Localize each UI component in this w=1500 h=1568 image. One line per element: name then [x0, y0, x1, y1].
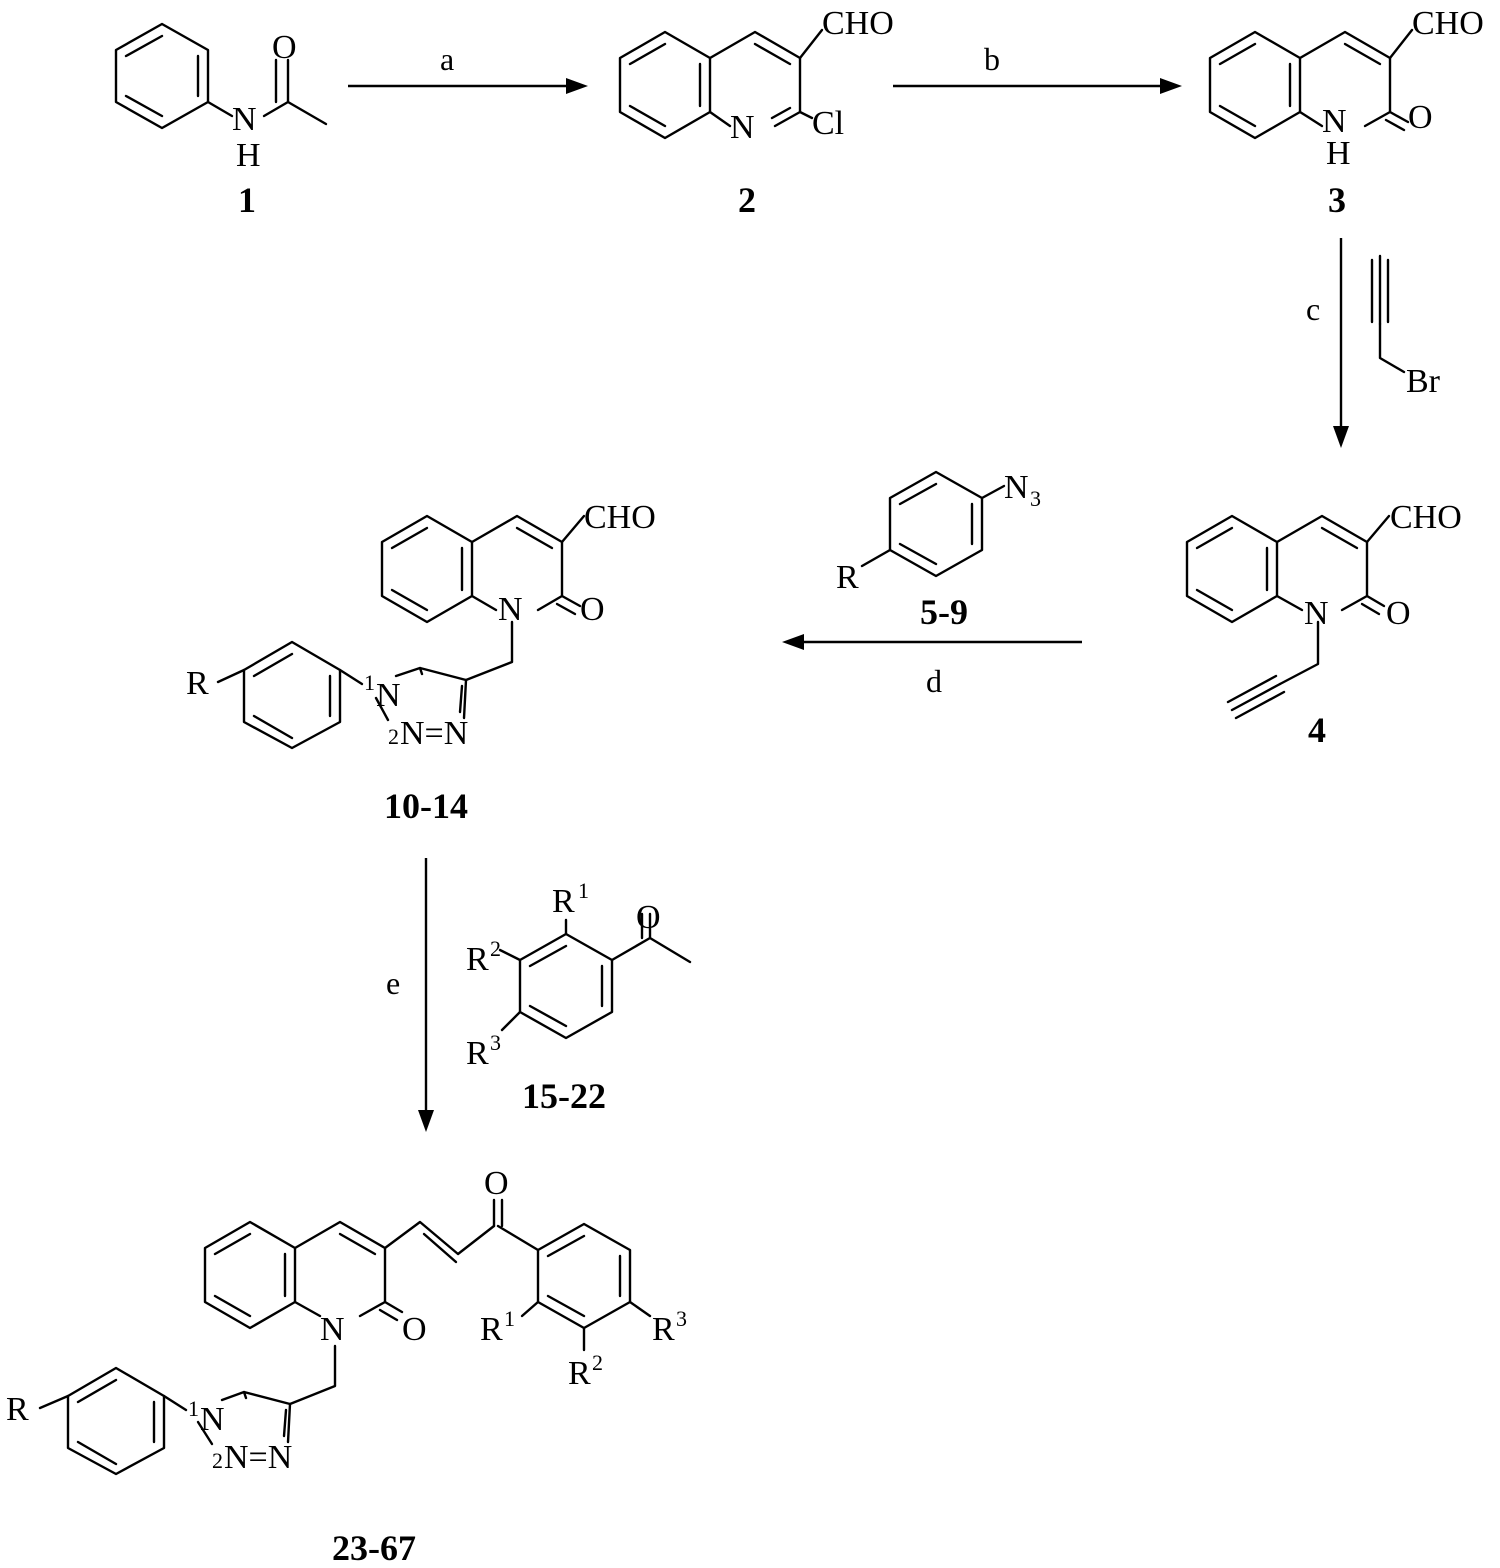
compound-10-14-structure: CHO N O R 1 N 2 N=N 10-14 — [186, 499, 656, 826]
triazole-n1: N — [200, 1401, 225, 1438]
compound-23-67-structure: O N O R 1 R 2 R 3 R 1 N 2 N=N 23-67 — [6, 1165, 687, 1568]
triazole-n1: N — [376, 677, 401, 714]
azide-subscript: 3 — [1030, 486, 1041, 511]
atom-n: N — [320, 1311, 345, 1348]
condition-a: a — [440, 41, 454, 77]
atom-cho: CHO — [822, 5, 894, 42]
compound-5-9-label: 5-9 — [920, 592, 968, 632]
atom-o: O — [1408, 99, 1433, 136]
substituent-r3-sup: 3 — [676, 1306, 687, 1331]
atom-n: N — [498, 591, 523, 628]
compound-10-14-label: 10-14 — [384, 786, 468, 826]
substituent-r1-sup: 1 — [504, 1306, 515, 1331]
compound-2-structure: CHO N Cl 2 — [618, 5, 894, 220]
triazole-locant-1: 1 — [188, 1396, 199, 1421]
condition-e: e — [386, 965, 400, 1001]
triazole-locant-2: 2 — [212, 1448, 223, 1473]
atom-o: O — [484, 1165, 509, 1202]
compound-3-structure: CHO N H O 3 — [1208, 5, 1484, 220]
atom-o: O — [580, 591, 605, 628]
atom-n: N — [1304, 595, 1329, 632]
substituent-r3: R — [466, 1035, 489, 1072]
atom-n: N — [730, 109, 755, 146]
atom-o: O — [636, 899, 661, 936]
atom-cl: Cl — [812, 105, 844, 142]
substituent-r3-sup: 3 — [490, 1030, 501, 1055]
compound-2-label: 2 — [738, 180, 756, 220]
substituent-r1: R — [552, 883, 575, 920]
atom-o: O — [1386, 595, 1411, 632]
compound-1-label: 1 — [238, 180, 256, 220]
atom-r: R — [6, 1391, 29, 1428]
atom-h: H — [1326, 135, 1351, 172]
atom-cho: CHO — [1390, 499, 1462, 536]
arrow-e: e O R 1 R 2 R 3 15-22 — [386, 858, 692, 1132]
substituent-r2-sup: 2 — [592, 1350, 603, 1375]
arrow-c: c Br — [1306, 238, 1441, 448]
condition-d: d — [926, 663, 942, 699]
compound-15-22-label: 15-22 — [522, 1076, 606, 1116]
compound-3-label: 3 — [1328, 180, 1346, 220]
substituent-r2-sup: 2 — [490, 936, 501, 961]
atom-br: Br — [1406, 363, 1441, 400]
substituent-r1: R — [480, 1311, 503, 1348]
compound-1-structure: O N H 1 — [114, 22, 328, 220]
atom-cho: CHO — [1412, 5, 1484, 42]
compound-4-structure: CHO N O 4 — [1185, 499, 1462, 750]
atom-cho: CHO — [584, 499, 656, 536]
atom-n: N — [1322, 103, 1347, 140]
arrow-b: b — [893, 41, 1182, 94]
triazole-locant-1: 1 — [364, 670, 375, 695]
atom-r: R — [186, 665, 209, 702]
substituent-r3: R — [652, 1311, 675, 1348]
atom-n: N — [1004, 469, 1029, 506]
arrow-d: d N 3 R 5-9 — [782, 469, 1082, 699]
atom-n: N — [232, 101, 257, 138]
triazole-locant-2: 2 — [388, 724, 399, 749]
atom-r: R — [836, 559, 859, 596]
condition-b: b — [984, 41, 1000, 77]
substituent-r1-sup: 1 — [578, 878, 589, 903]
compound-4-label: 4 — [1308, 710, 1326, 750]
compound-23-67-label: 23-67 — [332, 1528, 416, 1568]
triazole-n2n3: N=N — [224, 1439, 292, 1476]
atom-o: O — [402, 1311, 427, 1348]
atom-o: O — [272, 29, 297, 66]
substituent-r2: R — [466, 941, 489, 978]
arrow-a: a — [348, 41, 588, 94]
condition-c: c — [1306, 291, 1320, 327]
substituent-r2: R — [568, 1355, 591, 1392]
triazole-n2n3: N=N — [400, 715, 468, 752]
atom-h: H — [236, 137, 261, 174]
